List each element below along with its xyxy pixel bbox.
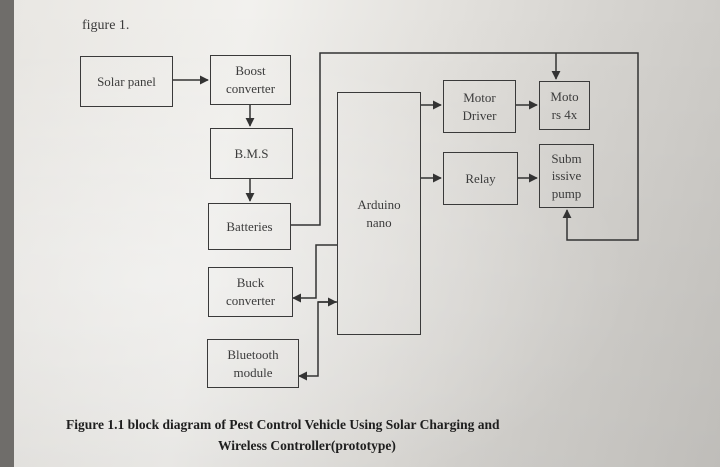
caption-line-1: Figure 1.1 block diagram of Pest Control… bbox=[66, 417, 500, 432]
batteries-block: Batteries bbox=[208, 203, 291, 250]
line-batteries-to-pump-loop bbox=[291, 52, 639, 241]
paper-sheet bbox=[14, 0, 720, 467]
figure-label: figure 1. bbox=[82, 18, 130, 33]
motor-driver-block: Motor Driver bbox=[443, 80, 516, 133]
submissive-pump-block: Subm issive pump bbox=[539, 144, 594, 208]
bms-block: B.M.S bbox=[210, 128, 293, 179]
buck-converter-block: Buck converter bbox=[208, 267, 293, 317]
arrow-arduino-to-buck bbox=[292, 244, 337, 303]
relay-block: Relay bbox=[443, 152, 518, 205]
solar-panel-block: Solar panel bbox=[80, 56, 173, 107]
caption-line-2: Wireless Controller(prototype) bbox=[218, 438, 396, 453]
boost-converter-block: Boost converter bbox=[210, 55, 291, 105]
arduino-nano-block: Arduino nano bbox=[337, 92, 421, 335]
arrow-arduino-to-bluetooth bbox=[298, 301, 337, 381]
bluetooth-module-block: Bluetooth module bbox=[207, 339, 299, 388]
motors-block: Moto rs 4x bbox=[539, 81, 590, 130]
